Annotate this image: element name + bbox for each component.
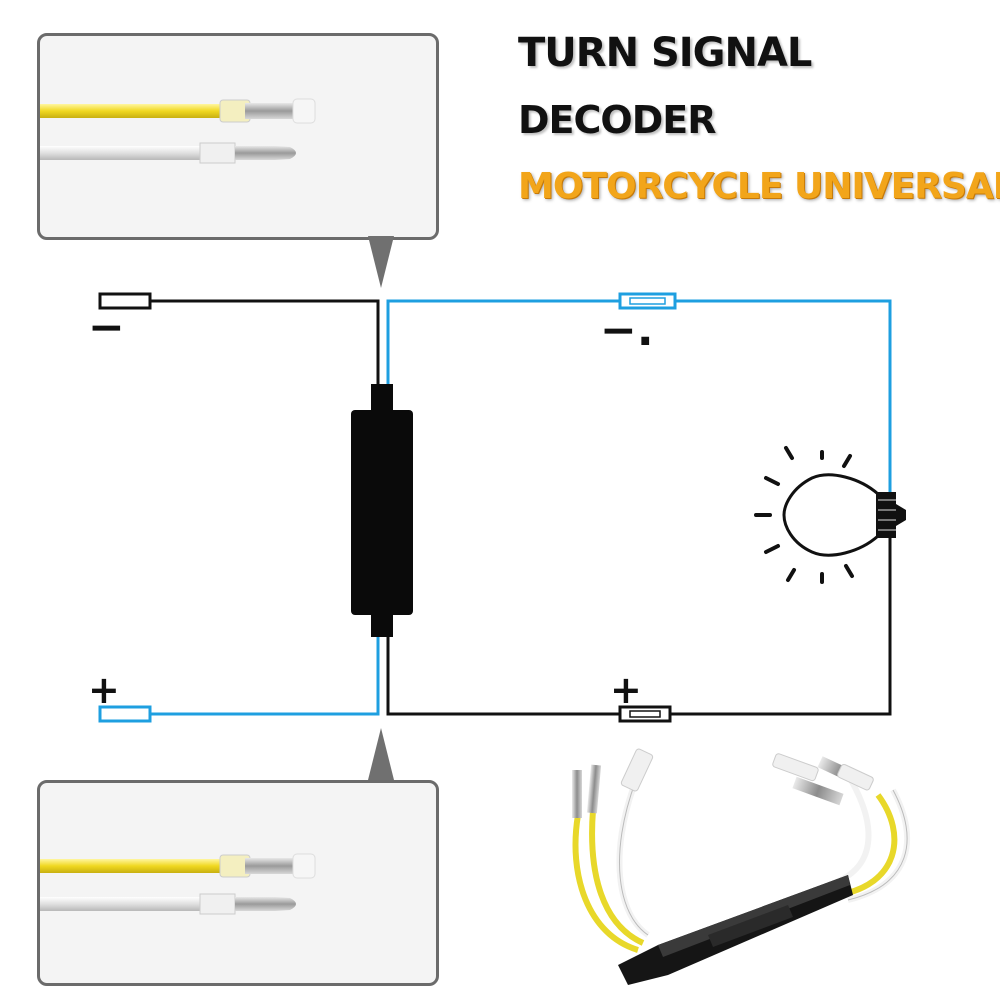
decoder-resistor-icon [351,384,413,637]
callout-pointer-bottom [368,728,394,780]
terminal-left-bottom [98,705,152,723]
wire-connectors-bottom-icon [40,853,316,915]
sign-left-top: − [88,302,125,353]
callout-pointer-top [368,236,394,288]
decoder-product-icon [572,748,910,985]
blue-wire-bottom [150,635,380,716]
wire-connectors-top-icon [40,98,316,164]
connector-closeup-bottom [37,780,439,986]
black-wire-top [150,299,380,390]
sign-right-bottom: + [610,668,642,712]
blue-wire-top [386,299,892,497]
black-wire-bottom [386,530,892,716]
sign-left-bottom: + [88,668,120,712]
connector-closeup-top [37,33,439,240]
terminal-left-top [98,292,152,310]
title-line-1: TURN SIGNAL [518,30,812,76]
title-line-3: MOTORCYCLE UNIVERSAL [518,166,1000,207]
sign-right-top: −. [600,305,654,356]
title-line-2: DECODER [518,98,716,142]
bulb-icon [754,446,906,584]
